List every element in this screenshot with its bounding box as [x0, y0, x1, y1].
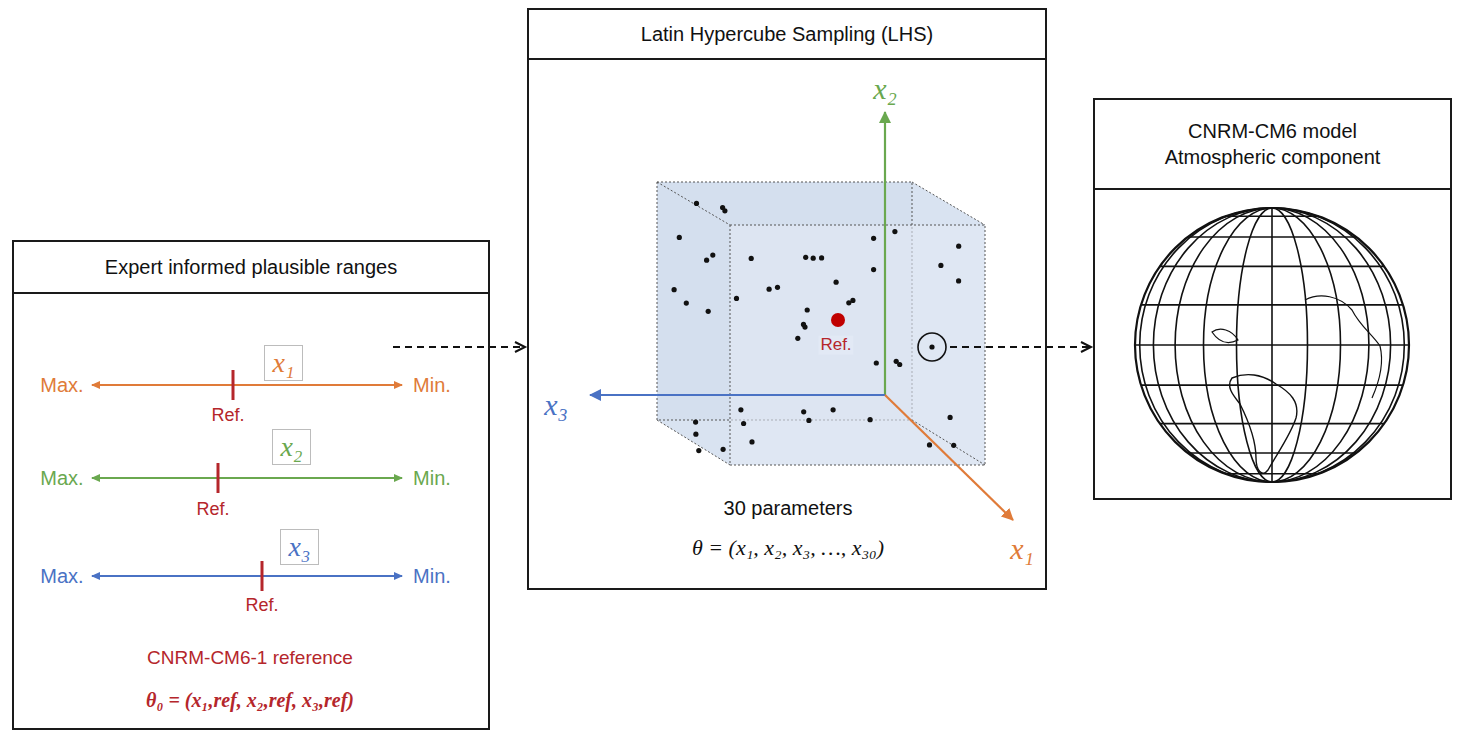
range-end: Min.: [413, 374, 451, 396]
parameter-box: x₂: [272, 429, 311, 465]
range-end: Max.: [40, 467, 83, 489]
reference-point-label: Ref.: [818, 336, 853, 355]
axis-label: x₃: [544, 388, 568, 421]
reference-mark: Ref.: [211, 406, 244, 426]
reference-mark: Ref.: [196, 500, 229, 520]
range-end: Min.: [413, 565, 451, 587]
globe: [1135, 208, 1409, 482]
range-end: Max.: [40, 374, 83, 396]
range-lines: [92, 370, 402, 591]
parameter-name: x₃: [288, 531, 310, 563]
parameter-box: x₃: [280, 529, 319, 565]
range-end: Max.: [40, 565, 83, 587]
reference-caption: CNRM-CM6-1 reference: [147, 648, 353, 669]
parameter-name: x₁: [272, 347, 294, 379]
parameter-name: x₂: [280, 431, 302, 463]
axis-label: x₁: [1010, 532, 1034, 565]
dashed-arrow: [950, 346, 1091, 348]
parameter-count: 30 parameters: [724, 497, 853, 519]
panel-title: Latin Hypercube Sampling (LHS): [529, 10, 1045, 60]
parameter-vector: θ = (x₁, x₂, x₃, …, x₃₀): [692, 536, 884, 560]
range-end: Min.: [413, 467, 451, 489]
reference-vector: θ₀ = (x₁,ref, x₂,ref, x₃,ref): [146, 689, 354, 711]
reference-mark: Ref.: [245, 596, 278, 616]
dashed-arrow: [393, 346, 525, 348]
hypercube: [590, 112, 1013, 520]
panel-title: CNRM-CM6 model Atmospheric component: [1095, 100, 1450, 190]
panel-box: CNRM-CM6 model Atmospheric component: [1093, 98, 1452, 500]
axis-label: x₂: [873, 72, 897, 105]
panel-title: Expert informed plausible ranges: [14, 242, 488, 294]
parameter-box: x₁: [264, 345, 303, 381]
